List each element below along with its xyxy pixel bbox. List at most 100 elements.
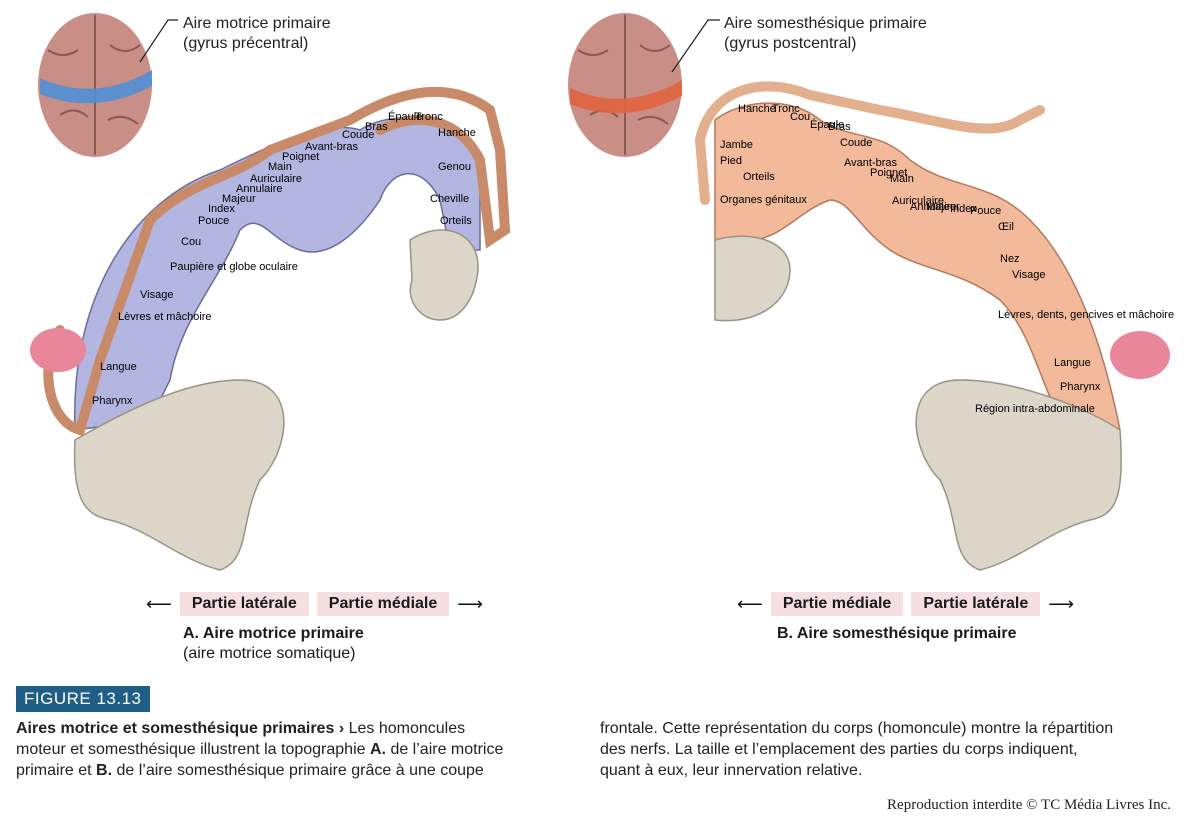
motor-label-epaule: Épaule xyxy=(388,110,422,123)
sensory-label-langue: Langue xyxy=(1054,357,1091,369)
sensory-label-pouce: Pouce xyxy=(970,205,1001,217)
motor-brain-section xyxy=(73,379,285,571)
motor-label-main: Main xyxy=(268,161,292,173)
sensory-label-tronc: Tronc xyxy=(772,103,800,115)
motor-lips-figure xyxy=(30,328,86,372)
right-arrow-icon: ⟶ xyxy=(1048,593,1075,614)
caption-text-3: de l’aire motrice xyxy=(390,741,504,758)
sensory-area-highlight xyxy=(570,80,682,114)
brain-top-view-sensory xyxy=(568,13,682,157)
motor-label-bras: Bras xyxy=(365,121,388,133)
sensory-callout-title: Aire somesthésique primaire xyxy=(724,15,927,32)
motor-label-hanche: Hanche xyxy=(438,127,476,139)
motor-callout-title: Aire motrice primaire xyxy=(183,15,331,32)
motor-label-cheville: Cheville xyxy=(430,193,469,205)
sensory-label-pied: Pied xyxy=(720,155,742,167)
caption-text-5: de l’aire somesthésique primaire grâce à… xyxy=(116,762,484,779)
sensory-homunculus-body xyxy=(694,81,1045,205)
sensory-brain-section xyxy=(915,379,1122,571)
motor-callout-subtitle: (gyrus précentral) xyxy=(183,35,309,52)
motor-label-langue: Langue xyxy=(100,361,137,373)
motor-label-levres: Lèvres et mâchoire xyxy=(118,311,212,323)
sensory-label-hanche: Hanche xyxy=(738,103,776,115)
sensory-label-index: Index xyxy=(950,203,977,215)
sensory-label-levres: Lèvres, dents, gencives et mâchoire xyxy=(998,309,1174,321)
sensory-label-jambe: Jambe xyxy=(720,139,753,151)
sensory-label-orteils: Orteils xyxy=(743,171,775,183)
motor-callout: Aire motrice primaire (gyrus précentral) xyxy=(183,14,331,54)
caption-right-line-1: frontale. Cette représentation du corps … xyxy=(600,720,1114,737)
motor-label-annulaire: Annulaire xyxy=(236,183,282,195)
caption-left: Aires motrice et somesthésique primaires… xyxy=(16,718,576,781)
sensory-lateral-label: Partie latérale xyxy=(911,592,1041,616)
caption-text-4: primaire et xyxy=(16,762,92,779)
motor-label-orteils: Orteils xyxy=(440,215,472,227)
caption-text-2: moteur et somesthésique illustrent la to… xyxy=(16,741,366,758)
sensory-medial-label: Partie médiale xyxy=(770,592,904,616)
motor-label-paupiere: Paupière et globe oculaire xyxy=(170,261,298,273)
sensory-label-oeil: Œil xyxy=(998,221,1014,233)
motor-title-bold: A. Aire motrice primaire xyxy=(183,625,364,642)
motor-orientation-row: ⟵ Partie latérale Partie médiale ⟶ xyxy=(146,592,483,616)
caption-separator: › xyxy=(338,720,345,737)
sensory-label-cou: Cou xyxy=(790,111,810,123)
sensory-label-coude: Coude xyxy=(840,137,872,149)
sensory-label-annulaire: Annulaire xyxy=(910,201,956,213)
sensory-label-avant-bras: Avant-bras xyxy=(844,157,897,169)
motor-homunculus-illustration xyxy=(30,13,511,571)
caption-ref-b: B. xyxy=(96,762,113,779)
sensory-label-bras: Bras xyxy=(828,121,851,133)
motor-label-pouce: Pouce xyxy=(198,215,229,227)
motor-label-visage: Visage xyxy=(140,289,173,301)
sensory-lips-figure xyxy=(1110,331,1170,379)
caption-text-1: Les homoncules xyxy=(348,720,466,737)
figure-badge: FIGURE 13.13 xyxy=(16,686,150,712)
motor-label-coude: Coude xyxy=(342,129,374,141)
motor-region-labels: Hanche Tronc Épaule Bras Coude Avant-bra… xyxy=(92,110,476,407)
sensory-label-pharynx: Pharynx xyxy=(1060,381,1101,393)
sensory-callout-line xyxy=(671,19,720,73)
brain-top-view-motor xyxy=(38,13,152,157)
left-arrow-icon: ⟵ xyxy=(737,593,763,614)
motor-label-majeur: Majeur xyxy=(222,193,256,205)
caption-right-line-2: des nerfs. La taille et l’emplacement de… xyxy=(600,741,1078,758)
motor-medial-section xyxy=(409,229,479,321)
right-arrow-icon: ⟶ xyxy=(457,593,484,614)
sensory-label-epaule: Épaule xyxy=(810,118,844,131)
motor-medial-label: Partie médiale xyxy=(316,592,450,616)
motor-area-highlight xyxy=(40,70,152,104)
caption-ref-a: A. xyxy=(369,741,386,758)
caption-title: Aires motrice et somesthésique primaires xyxy=(16,720,335,737)
sensory-title-bold: B. Aire somesthésique primaire xyxy=(777,625,1017,642)
motor-label-tronc: Tronc xyxy=(415,111,443,123)
sensory-label-nez: Nez xyxy=(1000,253,1020,265)
motor-title-sub: (aire motrice somatique) xyxy=(183,645,356,662)
caption-right-line-3: quant à eux, leur innervation relative. xyxy=(600,762,863,779)
motor-label-genou: Genou xyxy=(438,161,471,173)
sensory-homunculus-illustration xyxy=(568,13,1170,571)
motor-label-avant-bras: Avant-bras xyxy=(305,141,358,153)
copyright-credit: Reproduction interdite © TC Média Livres… xyxy=(887,797,1171,813)
sensory-callout: Aire somesthésique primaire (gyrus postc… xyxy=(724,14,927,54)
sensory-callout-subtitle: (gyrus postcentral) xyxy=(724,35,857,52)
caption-right: frontale. Cette représentation du corps … xyxy=(600,718,1170,781)
motor-callout-line xyxy=(139,19,178,63)
motor-lateral-label: Partie latérale xyxy=(179,592,309,616)
sensory-region-labels: Jambe Pied Orteils Organes génitaux Hanc… xyxy=(720,103,1174,415)
sensory-orientation-row: ⟵ Partie médiale Partie latérale ⟶ xyxy=(737,592,1074,616)
sensory-label-majeur: Majeur xyxy=(926,201,960,213)
sensory-panel-title: B. Aire somesthésique primaire xyxy=(777,624,1017,644)
motor-label-index: Index xyxy=(208,203,235,215)
sensory-medial-section xyxy=(714,235,791,322)
motor-homunculus-body xyxy=(43,86,511,437)
motor-label-auriculaire: Auriculaire xyxy=(250,173,302,185)
motor-label-poignet: Poignet xyxy=(282,151,319,163)
motor-panel-title: A. Aire motrice primaire (aire motrice s… xyxy=(183,624,364,664)
sensory-label-organes: Organes génitaux xyxy=(720,194,807,206)
sensory-label-main: Main xyxy=(890,173,914,185)
left-arrow-icon: ⟵ xyxy=(146,593,172,614)
sensory-label-visage: Visage xyxy=(1012,269,1045,281)
sensory-label-poignet: Poignet xyxy=(870,167,907,179)
motor-label-cou: Cou xyxy=(181,236,201,248)
sensory-label-intra-abdominale: Région intra-abdominale xyxy=(975,403,1095,415)
